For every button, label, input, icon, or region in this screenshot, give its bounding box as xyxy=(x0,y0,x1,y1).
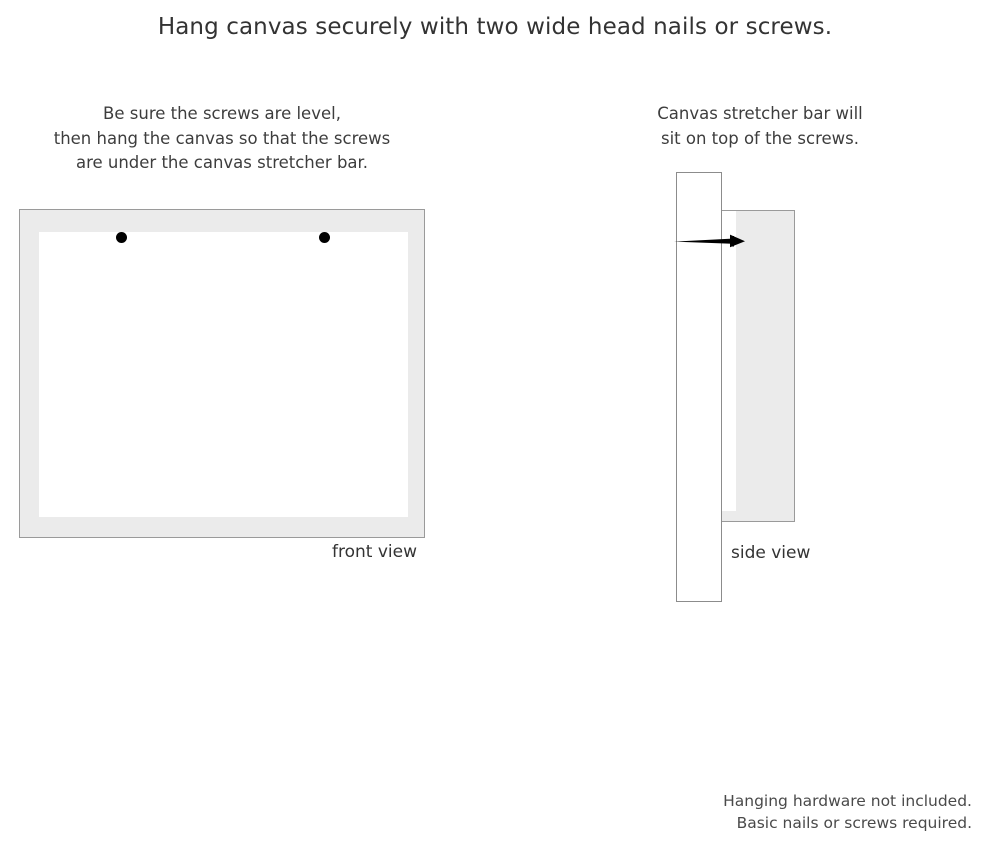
nail-icon xyxy=(672,230,750,252)
screw-dot-right-icon xyxy=(319,232,330,243)
screw-dot-left-icon xyxy=(116,232,127,243)
front-view-canvas-frame xyxy=(19,209,425,538)
front-view-caption: Be sure the screws are level, then hang … xyxy=(53,104,391,172)
side-view-diagram xyxy=(660,160,810,620)
side-view-stretcher-bar xyxy=(676,172,722,602)
side-view-label: side view xyxy=(731,543,811,563)
footer-note: Hanging hardware not included. Basic nai… xyxy=(723,792,972,832)
front-view-canvas-face xyxy=(39,232,408,517)
side-view-caption: Canvas stretcher bar will sit on top of … xyxy=(657,104,863,148)
page-title: Hang canvas securely with two wide head … xyxy=(157,14,833,40)
front-view-label: front view xyxy=(332,542,417,562)
